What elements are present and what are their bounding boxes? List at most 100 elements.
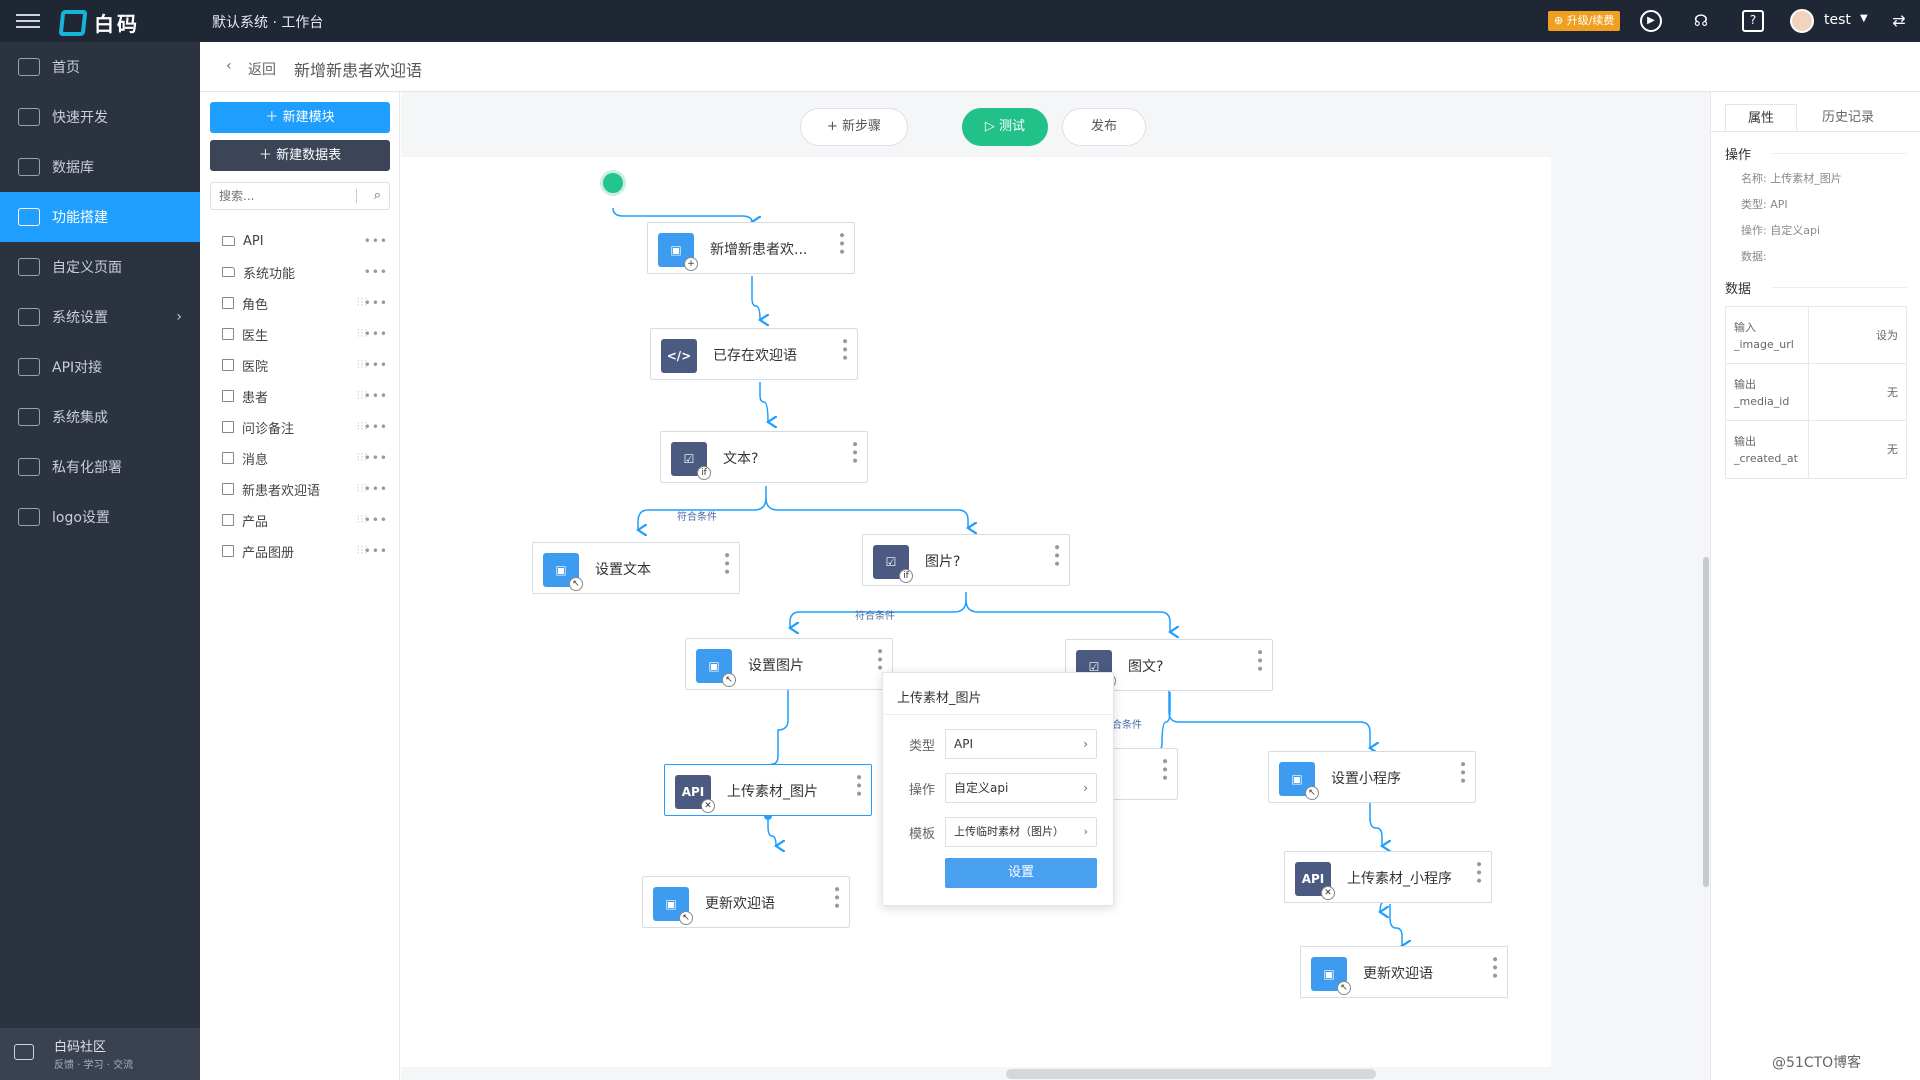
tab-properties[interactable]: 属性 bbox=[1725, 104, 1797, 132]
more-icon[interactable]: ••• bbox=[363, 544, 388, 558]
menu-toggle-icon[interactable] bbox=[16, 10, 40, 32]
sliders-icon[interactable]: ⫶⫶⫶ bbox=[356, 358, 368, 371]
chevron-left-icon[interactable]: ‹ bbox=[226, 58, 232, 74]
tree-item-table[interactable]: 产品⫶⫶⫶••• bbox=[222, 505, 392, 535]
vertical-scrollbar[interactable] bbox=[1703, 557, 1709, 887]
flow-canvas[interactable] bbox=[401, 157, 1551, 1067]
test-button[interactable]: ▷ 测试 bbox=[962, 108, 1048, 146]
more-vertical-icon[interactable]: ••• bbox=[1156, 757, 1172, 782]
more-vertical-icon[interactable]: ••• bbox=[836, 337, 852, 362]
sliders-icon[interactable]: ⫶⫶⫶ bbox=[356, 544, 368, 557]
operation-select[interactable]: 自定义api› bbox=[945, 773, 1097, 803]
flow-node[interactable]: ▣↖更新欢迎语••• bbox=[1300, 946, 1508, 998]
more-vertical-icon[interactable]: ••• bbox=[846, 440, 862, 465]
set-button[interactable]: 设置 bbox=[945, 858, 1097, 888]
sliders-icon[interactable]: ⫶⫶⫶ bbox=[356, 389, 368, 402]
tree-item-system[interactable]: 系统功能••• bbox=[222, 257, 392, 287]
more-vertical-icon[interactable]: ••• bbox=[833, 231, 849, 256]
start-flag-icon[interactable] bbox=[600, 170, 626, 196]
tree-item-api[interactable]: API••• bbox=[222, 226, 392, 256]
sidebar-item-home[interactable]: 首页 bbox=[0, 42, 200, 92]
flow-node[interactable]: ▣+新增新患者欢...••• bbox=[647, 222, 855, 274]
more-vertical-icon[interactable]: ••• bbox=[828, 885, 844, 910]
sliders-icon[interactable]: ⫶⫶⫶ bbox=[356, 327, 368, 340]
more-vertical-icon[interactable]: ••• bbox=[1048, 543, 1064, 568]
field-value[interactable]: 无 bbox=[1887, 443, 1898, 456]
more-icon[interactable]: ••• bbox=[363, 296, 388, 310]
sidebar-item-private-deploy[interactable]: 私有化部署 bbox=[0, 442, 200, 492]
more-vertical-icon[interactable]: ••• bbox=[1454, 760, 1470, 785]
sidebar-item-logo-settings[interactable]: logo设置 bbox=[0, 492, 200, 542]
sliders-icon[interactable]: ⫶⫶⫶ bbox=[356, 513, 368, 526]
more-vertical-icon[interactable]: ••• bbox=[1251, 648, 1267, 673]
flow-node[interactable]: API✕上传素材_图片••• bbox=[664, 764, 872, 816]
caret-down-icon[interactable]: ▼ bbox=[1860, 13, 1868, 24]
flow-node[interactable]: ▣↖更新欢迎语••• bbox=[642, 876, 850, 928]
sliders-icon[interactable]: ⫶⫶⫶ bbox=[356, 420, 368, 433]
tree-item-table[interactable]: 产品图册⫶⫶⫶••• bbox=[222, 536, 392, 566]
new-table-button[interactable]: ＋ 新建数据表 bbox=[210, 140, 390, 171]
logo[interactable]: 白码 bbox=[58, 8, 140, 37]
tree-item-table[interactable]: 患者⫶⫶⫶••• bbox=[222, 381, 392, 411]
sliders-icon[interactable]: ⫶⫶⫶ bbox=[356, 482, 368, 495]
flow-node[interactable]: ▣↖设置文本••• bbox=[532, 542, 740, 594]
sliders-icon[interactable]: ⫶⫶⫶ bbox=[356, 451, 368, 464]
sidebar-item-database[interactable]: 数据库 bbox=[0, 142, 200, 192]
sidebar-item-api[interactable]: API对接 bbox=[0, 342, 200, 392]
more-icon[interactable]: ••• bbox=[363, 265, 388, 279]
tree-item-table[interactable]: 消息⫶⫶⫶••• bbox=[222, 443, 392, 473]
tree-item-table[interactable]: 医院⫶⫶⫶••• bbox=[222, 350, 392, 380]
more-icon[interactable]: ••• bbox=[363, 234, 388, 248]
sliders-icon[interactable]: ⫶⫶⫶ bbox=[356, 296, 368, 309]
add-step-button[interactable]: + 新步骤 bbox=[800, 108, 908, 146]
field-value[interactable]: 设为 bbox=[1876, 329, 1898, 342]
field-value[interactable]: 无 bbox=[1887, 386, 1898, 399]
flow-node[interactable]: </>已存在欢迎语••• bbox=[650, 328, 858, 380]
more-vertical-icon[interactable]: ••• bbox=[718, 551, 734, 576]
help-icon[interactable]: ? bbox=[1742, 10, 1764, 32]
sidebar-item-custom-page[interactable]: 自定义页面 bbox=[0, 242, 200, 292]
more-icon[interactable]: ••• bbox=[363, 327, 388, 341]
more-icon[interactable]: ••• bbox=[363, 513, 388, 527]
more-vertical-icon[interactable]: ••• bbox=[1470, 860, 1486, 885]
tree-item-table[interactable]: 医生⫶⫶⫶••• bbox=[222, 319, 392, 349]
more-icon[interactable]: ••• bbox=[363, 451, 388, 465]
community-link[interactable]: 白码社区 反馈 · 学习 · 交流 bbox=[0, 1028, 200, 1080]
more-vertical-icon[interactable]: ••• bbox=[871, 647, 887, 672]
sidebar-item-integration[interactable]: 系统集成 bbox=[0, 392, 200, 442]
publish-button[interactable]: 发布 bbox=[1062, 108, 1146, 146]
template-select[interactable]: 上传临时素材（图片）› bbox=[945, 817, 1097, 847]
tree-item-table[interactable]: 角色⫶⫶⫶••• bbox=[222, 288, 392, 318]
more-vertical-icon[interactable]: ••• bbox=[850, 773, 866, 798]
upgrade-button[interactable]: ⊕ 升级/续费 bbox=[1548, 11, 1621, 31]
more-icon[interactable]: ••• bbox=[363, 389, 388, 403]
type-select[interactable]: API› bbox=[945, 729, 1097, 759]
more-icon[interactable]: ••• bbox=[363, 482, 388, 496]
tree-item-table[interactable]: 新患者欢迎语⫶⫶⫶••• bbox=[222, 474, 392, 504]
headset-icon[interactable]: ☊ bbox=[1693, 11, 1709, 30]
username[interactable]: test bbox=[1824, 12, 1851, 28]
more-icon[interactable]: ••• bbox=[363, 420, 388, 434]
flow-node[interactable]: ▣↖设置图片••• bbox=[685, 638, 893, 690]
more-icon[interactable]: ••• bbox=[363, 358, 388, 372]
sidebar-item-function-build[interactable]: 功能搭建 bbox=[0, 192, 200, 242]
play-icon[interactable]: ▶ bbox=[1640, 10, 1662, 32]
tree-item-table[interactable]: 问诊备注⫶⫶⫶••• bbox=[222, 412, 392, 442]
search-icon[interactable]: ⌕ bbox=[373, 188, 381, 203]
horizontal-scrollbar[interactable] bbox=[1006, 1069, 1376, 1079]
search-input[interactable] bbox=[211, 183, 351, 209]
more-vertical-icon[interactable]: ••• bbox=[1486, 955, 1502, 980]
sidebar-item-quick-dev[interactable]: 快速开发 bbox=[0, 92, 200, 142]
back-link[interactable]: 返回 bbox=[248, 62, 276, 78]
new-module-button[interactable]: ＋ 新建模块 bbox=[210, 102, 390, 133]
tab-history[interactable]: 历史记录 bbox=[1821, 110, 1874, 125]
swap-icon[interactable]: ⇄ bbox=[1892, 11, 1906, 30]
flow-node[interactable]: ▣↖设置小程序••• bbox=[1268, 751, 1476, 803]
sidebar-item-system-settings[interactable]: 系统设置› bbox=[0, 292, 200, 342]
flow-node[interactable]: API✕上传素材_小程序••• bbox=[1284, 851, 1492, 903]
